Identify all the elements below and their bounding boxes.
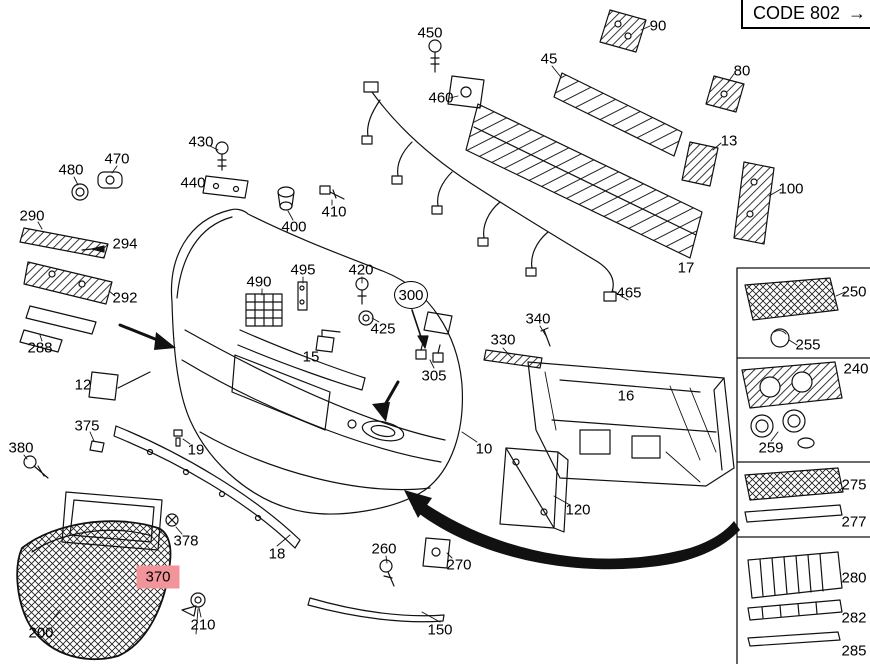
part-label-90[interactable]: 90: [649, 17, 667, 35]
part-label-240[interactable]: 240: [843, 360, 869, 378]
part-label-270[interactable]: 270: [446, 556, 472, 574]
clip-15-drawing: [315, 329, 341, 353]
parking-sensor-drawing: [71, 171, 123, 201]
sidebar-grille-insert-drawing: [744, 467, 844, 523]
part-label-378[interactable]: 378: [173, 532, 199, 550]
pointer-arrow-foglamp: [372, 380, 400, 422]
part-label-282[interactable]: 282: [841, 609, 867, 627]
part-label-490[interactable]: 490: [246, 273, 272, 291]
radiator-grille-drawing: [16, 520, 172, 661]
sensor-300-drawing: [411, 309, 453, 363]
part-label-305[interactable]: 305: [421, 367, 447, 385]
part-label-280[interactable]: 280: [841, 569, 867, 587]
impact-absorber-upper-drawing: [553, 72, 683, 157]
control-unit-drawing: [245, 281, 308, 327]
part-label-288[interactable]: 288: [27, 339, 53, 357]
part-label-17[interactable]: 17: [677, 259, 695, 277]
part-label-255[interactable]: 255: [795, 336, 821, 354]
part-label-294[interactable]: 294: [112, 235, 138, 253]
part-label-80[interactable]: 80: [733, 62, 751, 80]
bracket-440-drawing: [202, 175, 249, 199]
washer-icon: [358, 310, 374, 326]
sidebar-headlamp-washer-drawing: [741, 361, 843, 449]
part-label-13[interactable]: 13: [720, 132, 738, 150]
part-label-16[interactable]: 16: [617, 387, 635, 405]
part-label-275[interactable]: 275: [841, 476, 867, 494]
part-label-430[interactable]: 430: [188, 133, 214, 151]
strip-330-drawing: [483, 349, 543, 369]
right-arrow-icon: →: [848, 3, 866, 23]
part-label-495[interactable]: 495: [290, 261, 316, 279]
part-label-292[interactable]: 292: [112, 289, 138, 307]
pointer-arrow-left: [118, 323, 176, 350]
part-label-290[interactable]: 290: [19, 207, 45, 225]
bracket-12-drawing: [88, 371, 151, 401]
swoosh-arrow: [404, 490, 740, 570]
impact-absorber-lower-drawing: [465, 103, 703, 259]
part-label-10[interactable]: 10: [475, 440, 493, 458]
part-label-410[interactable]: 410: [321, 203, 347, 221]
part-label-400[interactable]: 400: [281, 218, 307, 236]
part-label-375[interactable]: 375: [74, 417, 100, 435]
part-label-200[interactable]: 200: [28, 624, 54, 642]
sidebar-foglamp-grille-drawing: [744, 277, 839, 348]
bracket-120-drawing: [499, 447, 569, 533]
trim-strip-drawing: [113, 425, 301, 549]
part-label-285[interactable]: 285: [841, 642, 867, 660]
top-right-brackets-drawing: [599, 9, 775, 245]
part-label-370[interactable]: 370: [136, 565, 180, 589]
part-label-465[interactable]: 465: [616, 284, 642, 302]
part-label-250[interactable]: 250: [841, 283, 867, 301]
part-label-425[interactable]: 425: [370, 320, 396, 338]
part-label-480[interactable]: 480: [58, 161, 84, 179]
bracket-270-drawing: [422, 537, 451, 569]
part-label-260[interactable]: 260: [371, 540, 397, 558]
part-label-12[interactable]: 12: [74, 376, 92, 394]
part-label-210[interactable]: 210: [190, 616, 216, 634]
part-label-420[interactable]: 420: [348, 261, 374, 279]
part-label-380[interactable]: 380: [8, 439, 34, 457]
code-box: CODE 802 →: [740, 0, 870, 29]
part-label-277[interactable]: 277: [841, 513, 867, 531]
part-label-450[interactable]: 450: [417, 24, 443, 42]
screw-icon: [23, 39, 551, 587]
sidebar-chrome-grille-drawing: [747, 551, 843, 647]
part-label-300[interactable]: 300: [394, 281, 428, 309]
part-label-100[interactable]: 100: [778, 180, 804, 198]
part-label-18[interactable]: 18: [268, 545, 286, 563]
leader-lines: [23, 25, 846, 635]
carrier-bracket-drawing: [527, 361, 735, 487]
part-label-150[interactable]: 150: [427, 621, 453, 639]
part-label-330[interactable]: 330: [490, 331, 516, 349]
clamp-460-drawing: [447, 75, 485, 109]
lower-strip-drawing: [307, 597, 445, 623]
part-label-259[interactable]: 259: [758, 439, 784, 457]
code-box-label: CODE 802: [752, 3, 840, 23]
part-label-460[interactable]: 460: [428, 89, 454, 107]
bumper-cover-drawing: [170, 208, 464, 515]
part-label-120[interactable]: 120: [565, 501, 591, 519]
sidebar-panel-borders: [736, 267, 870, 664]
part-label-440[interactable]: 440: [180, 174, 206, 192]
license-plate-filler-drawing: [61, 491, 179, 551]
left-brackets-drawing: [19, 227, 113, 353]
part-label-340[interactable]: 340: [525, 310, 551, 328]
wiring-harness-drawing: [361, 81, 617, 302]
part-label-19[interactable]: 19: [187, 441, 205, 459]
part-label-45[interactable]: 45: [540, 50, 558, 68]
grommet-icon: [89, 186, 295, 617]
part-label-15[interactable]: 15: [302, 348, 320, 366]
part-label-470[interactable]: 470: [104, 150, 130, 168]
